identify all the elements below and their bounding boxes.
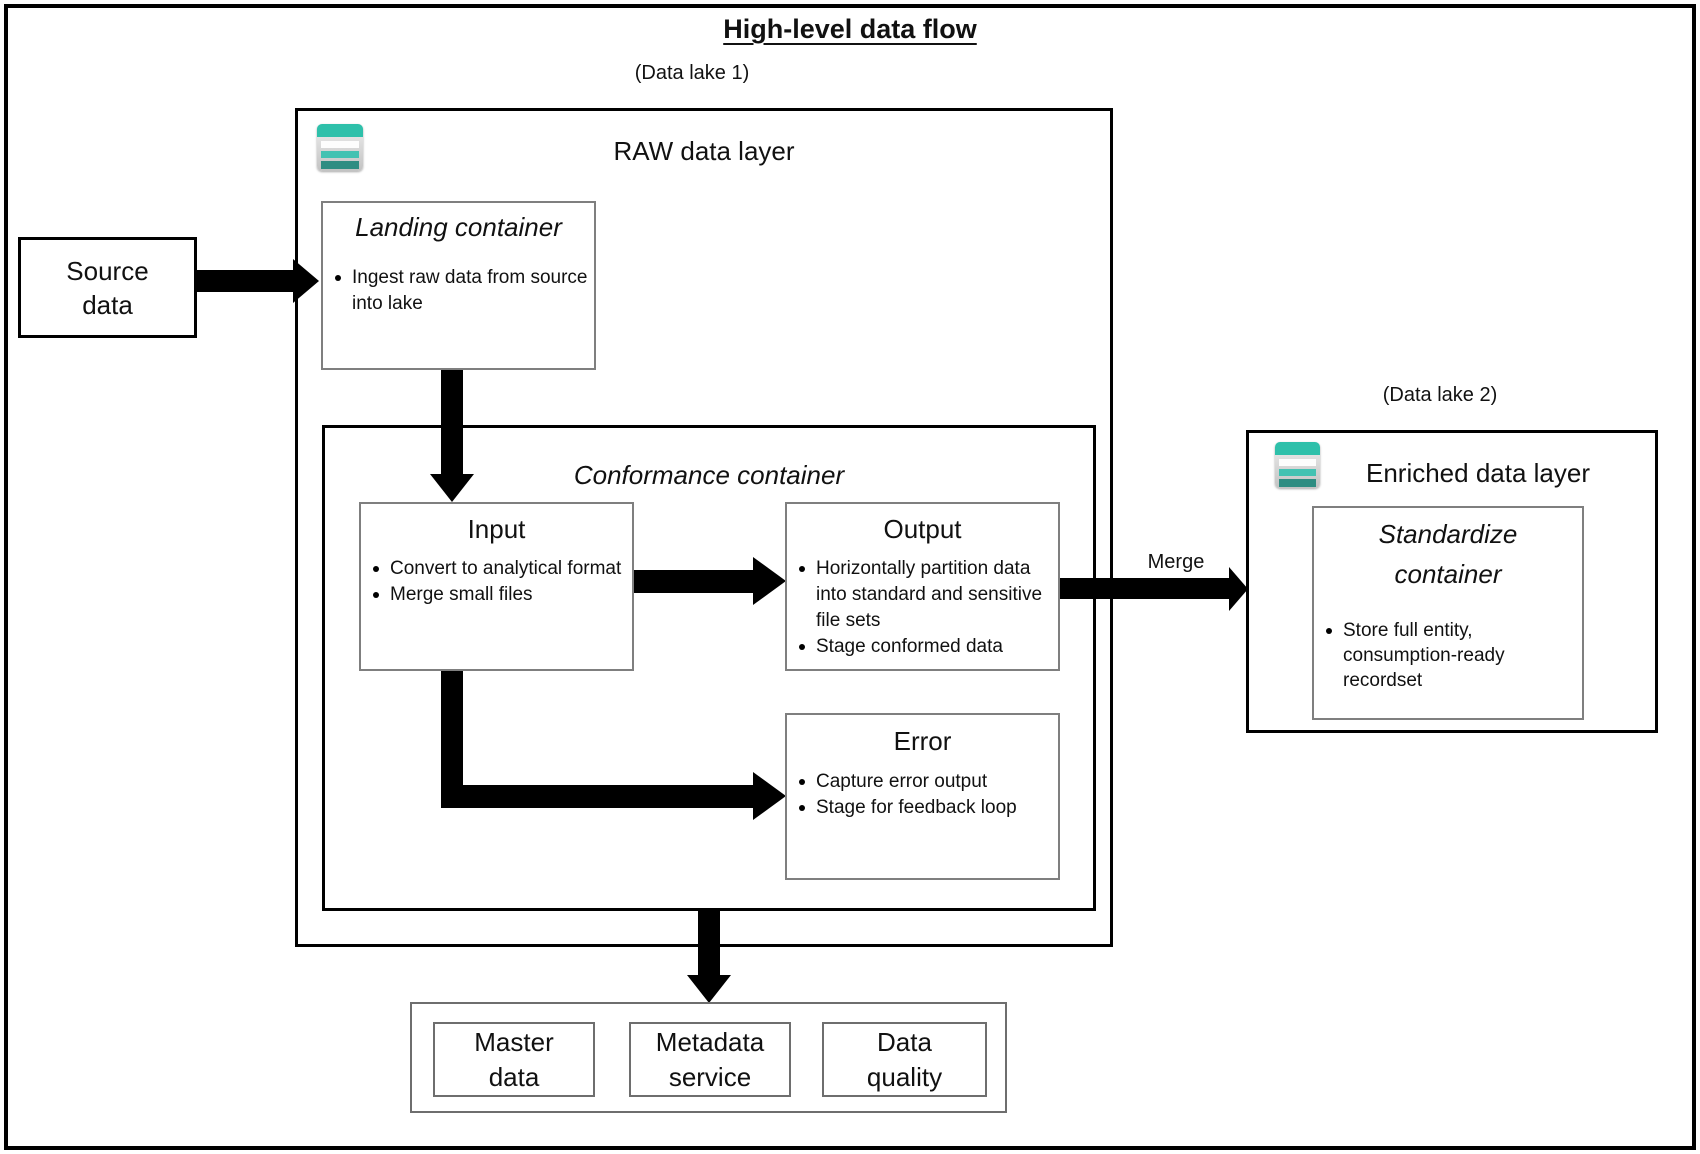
bullet-icon — [797, 556, 816, 634]
bullet-icon — [371, 582, 390, 608]
data-lake-icon — [317, 124, 363, 171]
bullet-icon — [371, 556, 390, 582]
list-item: Stage for feedback loop — [797, 795, 1052, 821]
enriched-data-layer-title: Enriched data layer — [1365, 458, 1591, 488]
arrow-input-to-output — [634, 570, 753, 593]
standardize-container-title: Standardize container — [1378, 519, 1518, 589]
list-item: Convert to analytical format — [371, 556, 626, 582]
data-lake-1-label: (Data lake 1) — [634, 62, 750, 84]
arrowhead-down-icon — [430, 474, 474, 502]
arrowhead-right-icon — [753, 772, 786, 820]
arrow-source-to-landing — [197, 270, 293, 292]
bullet-icon — [1324, 618, 1343, 693]
input-title: Input — [467, 514, 526, 544]
source-data-box: Source data — [18, 237, 197, 338]
error-bullets: Capture error output Stage for feedback … — [787, 769, 1058, 821]
page-border — [4, 4, 1696, 1150]
error-box: Error Capture error output Stage for fee… — [785, 713, 1060, 880]
page-title: High-level data flow — [723, 14, 977, 44]
arrow-input-to-error-vertical — [441, 671, 463, 808]
arrow-conformance-to-services — [698, 911, 720, 975]
arrow-landing-to-input — [441, 370, 463, 474]
landing-bullets: Ingest raw data from source into lake — [323, 265, 594, 317]
output-title: Output — [883, 514, 962, 544]
input-box: Input Convert to analytical format Merge… — [359, 502, 634, 671]
data-lake-2-label: (Data lake 2) — [1382, 384, 1498, 406]
list-item: Store full entity, consumption-ready rec… — [1324, 618, 1576, 693]
master-data-label: Master data — [474, 1026, 554, 1092]
bullet-icon — [797, 795, 816, 821]
metadata-service-label: Metadata service — [655, 1026, 765, 1092]
list-item: Merge small files — [371, 582, 626, 608]
metadata-service-box: Metadata service — [629, 1022, 791, 1097]
bullet-icon — [797, 769, 816, 795]
data-lake-icon — [1275, 442, 1320, 488]
input-bullets: Convert to analytical format Merge small… — [361, 556, 632, 608]
list-item: Horizontally partition data into standar… — [797, 556, 1052, 634]
landing-container-box: Landing container Ingest raw data from s… — [321, 201, 596, 370]
bullet-icon — [333, 265, 352, 317]
error-title: Error — [893, 726, 952, 756]
merge-label: Merge — [1147, 551, 1205, 573]
standardize-bullets: Store full entity, consumption-ready rec… — [1314, 618, 1582, 693]
data-quality-label: Data quality — [866, 1026, 943, 1092]
list-item: Ingest raw data from source into lake — [333, 265, 588, 317]
output-box: Output Horizontally partition data into … — [785, 502, 1060, 671]
bullet-icon — [797, 634, 816, 660]
standardize-container-box: Standardize container Store full entity,… — [1312, 506, 1584, 720]
raw-data-layer-title: RAW data layer — [613, 136, 795, 166]
list-item: Capture error output — [797, 769, 1052, 795]
data-quality-box: Data quality — [822, 1022, 987, 1097]
arrowhead-right-icon — [1229, 567, 1248, 611]
arrowhead-down-icon — [687, 975, 731, 1003]
arrowhead-right-icon — [753, 557, 786, 605]
arrow-input-to-error-horizontal — [441, 785, 753, 808]
conformance-container-title: Conformance container — [573, 460, 845, 490]
master-data-box: Master data — [433, 1022, 595, 1097]
output-bullets: Horizontally partition data into standar… — [787, 556, 1058, 660]
source-data-label: Source data — [66, 255, 149, 320]
arrowhead-right-icon — [293, 259, 319, 303]
arrow-output-to-enriched — [1060, 578, 1229, 599]
list-item: Stage conformed data — [797, 634, 1052, 660]
landing-container-title: Landing container — [355, 212, 562, 242]
